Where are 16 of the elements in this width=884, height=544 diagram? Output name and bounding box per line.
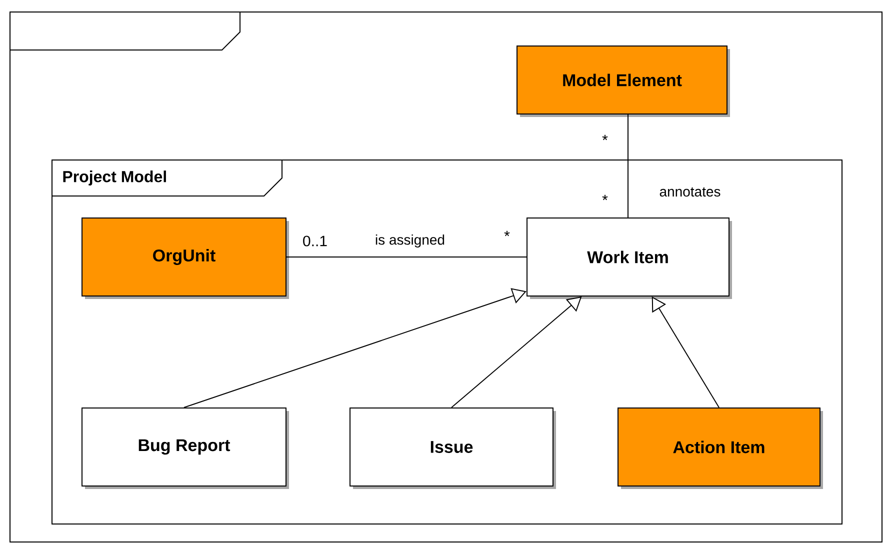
- class-box: Bug Report: [82, 408, 289, 489]
- association-line: [286, 256, 527, 258]
- multiplicity: *: [602, 134, 608, 140]
- multiplicity: *: [504, 230, 510, 236]
- edge-label: annotates: [658, 186, 722, 198]
- class-box: Work Item: [526, 218, 732, 299]
- package-frame: [10, 12, 882, 542]
- multiplicity: *: [602, 194, 608, 200]
- multiplicity: 0..1: [303, 236, 327, 246]
- class-box: OrgUnit: [82, 218, 289, 299]
- edge-label: is assigned: [374, 233, 446, 249]
- class-box: Model Element: [516, 46, 730, 117]
- generalization-arrow: [184, 288, 526, 408]
- generalization-arrow: [652, 296, 720, 408]
- class-box: Action Item: [618, 408, 823, 489]
- class-box: Issue: [350, 408, 556, 489]
